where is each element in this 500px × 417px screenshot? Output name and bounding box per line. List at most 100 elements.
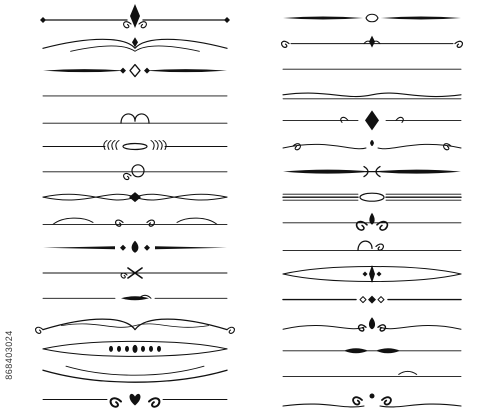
divider-left-14-stroke-2: [42, 348, 228, 357]
divider-right-12-stroke-4: [359, 296, 367, 304]
divider-right-16-stroke-4: [381, 396, 392, 406]
divider-right-2-stroke-2: [280, 40, 290, 48]
stock-image-id-text: 868403024: [4, 330, 14, 380]
divider-left-14-stroke-4: [125, 345, 129, 352]
divider-left-15-double-swash-bowl: [42, 365, 228, 383]
divider-left-9-stroke-3: [176, 217, 218, 225]
divider-right-16-wing-scrolls: [282, 393, 462, 408]
divider-left-14-stroke-7: [149, 345, 153, 352]
divider-left-1-fleur-diamond-top: [40, 4, 230, 29]
divider-right-13-curl-drop: [282, 317, 462, 332]
divider-right-15-thin-line-swash: [282, 370, 462, 377]
divider-right-1-stroke-1: [283, 16, 364, 20]
divider-right-6-stroke-2: [377, 143, 462, 150]
divider-right-6-stroke-4: [292, 143, 301, 151]
divider-right-12-stroke-3: [368, 295, 376, 304]
divider-right-5-stroke-5: [395, 116, 404, 123]
divider-left-10-stroke-2: [155, 246, 227, 250]
divider-right-11-stroke-4: [362, 271, 368, 277]
divider-right-6-stroke-3: [370, 140, 374, 146]
divider-left-16-heart-scrolls: [42, 393, 228, 408]
divider-right-2-stroke-4: [369, 35, 375, 48]
divider-left-14-stroke-8: [109, 345, 113, 352]
divider-left-7-stroke-3: [123, 172, 132, 181]
divider-left-11-stroke-3: [120, 272, 128, 279]
divider-right-5-stroke-3: [365, 110, 379, 131]
divider-right-11-stroke-3: [369, 265, 375, 283]
divider-right-9-stroke-4: [376, 220, 389, 231]
divider-right-9-stroke-2: [369, 212, 375, 225]
divider-right-1-tapered-ornament: [283, 13, 461, 23]
divider-left-13-stroke-2: [61, 323, 209, 328]
divider-left-12-stroke-3: [121, 296, 149, 301]
divider-left-6-stroke-5: [162, 140, 167, 150]
divider-right-16-stroke-3: [352, 396, 363, 406]
divider-right-7-stroke-2: [372, 169, 461, 174]
divider-right-2-stroke-5: [363, 40, 381, 45]
divider-left-9-stroke-4: [114, 219, 124, 227]
divider-left-6-stroke-8: [111, 140, 116, 150]
divider-left-3-stroke-3: [129, 63, 141, 78]
divider-left-7-stroke-2: [131, 164, 145, 178]
divider-right-6-stroke-1: [282, 143, 367, 150]
divider-left-6-stroke-6: [107, 140, 112, 150]
divider-left-6-feather-ellipse: [42, 140, 228, 151]
divider-left-1-stroke-6: [123, 21, 132, 29]
divider-right-5-stroke-4: [340, 116, 349, 123]
divider-left-13-stroke-4: [226, 326, 235, 334]
divider-right-11-lens-fleur: [282, 265, 462, 283]
divider-left-6-stroke-9: [154, 140, 159, 150]
divider-right-4-wave-swash: [282, 92, 462, 100]
divider-left-9-curl-waves: [42, 217, 228, 227]
divider-right-7-bold-taper-knot: [283, 165, 461, 178]
divider-left-6-stroke-11: [150, 140, 155, 150]
divider-left-13-wide-swash-arch: [35, 318, 235, 334]
divider-left-1-stroke-7: [138, 21, 147, 29]
divider-left-3-stroke-2: [144, 69, 227, 73]
divider-left-10-fleuron-bar: [43, 240, 227, 253]
divider-right-14-bold-lens-drops: [282, 348, 462, 354]
divider-left-2-stroke-1: [42, 38, 228, 49]
divider-left-1-stroke-5: [224, 17, 230, 23]
divider-left-3-stroke-1: [43, 69, 126, 73]
divider-right-14-stroke-3: [376, 348, 400, 354]
divider-right-14-stroke-2: [344, 348, 368, 354]
divider-right-13-stroke-4: [357, 324, 367, 332]
divider-left-12-stroke-4: [138, 294, 152, 299]
divider-right-8-triple-line-oval: [282, 192, 462, 202]
divider-right-7-stroke-1: [283, 169, 372, 174]
right-divider-column: [280, 13, 464, 408]
divider-right-13-stroke-5: [377, 324, 387, 332]
divider-right-15-stroke-2: [398, 370, 418, 375]
divider-left-5-center-loops: [42, 113, 228, 124]
divider-left-14-stroke-6: [117, 345, 121, 352]
divider-left-14-stroke-5: [141, 345, 145, 352]
divider-left-3-stroke-4: [120, 67, 126, 74]
divider-right-9-fleur-scroll: [282, 212, 462, 231]
divider-left-14-stroke-3: [132, 344, 138, 353]
divider-right-4-stroke-1: [282, 92, 462, 98]
divider-left-16-stroke-3: [129, 393, 141, 406]
divider-left-13-stroke-1: [42, 318, 228, 331]
divider-left-6-stroke-7: [158, 140, 163, 150]
divider-left-5-stroke-2: [120, 113, 150, 124]
divider-left-1-stroke-4: [40, 17, 46, 23]
divider-left-10-stroke-1: [43, 246, 115, 250]
divider-left-15-stroke-2: [65, 365, 205, 376]
divider-right-10-stroke-2: [357, 240, 373, 252]
divider-left-15-stroke-1: [42, 369, 228, 383]
divider-left-14-stroke-9: [157, 345, 161, 352]
divider-right-13-stroke-1: [282, 324, 365, 330]
divider-left-2-swash-double-arch: [42, 37, 228, 52]
divider-left-11-x-knot: [42, 267, 228, 279]
divider-left-1-stroke-3: [130, 4, 140, 28]
divider-left-10-stroke-4: [144, 244, 150, 251]
divider-left-13-stroke-3: [35, 326, 44, 334]
divider-right-10-hook-loops: [282, 240, 462, 252]
divider-left-6-stroke-3: [122, 142, 148, 151]
divider-right-2-stroke-3: [454, 40, 464, 48]
divider-left-12-leaf-sprig: [42, 294, 228, 301]
divider-left-8-crossing-waves-diamond: [42, 192, 228, 203]
divider-left-11-stroke-2: [127, 267, 143, 279]
